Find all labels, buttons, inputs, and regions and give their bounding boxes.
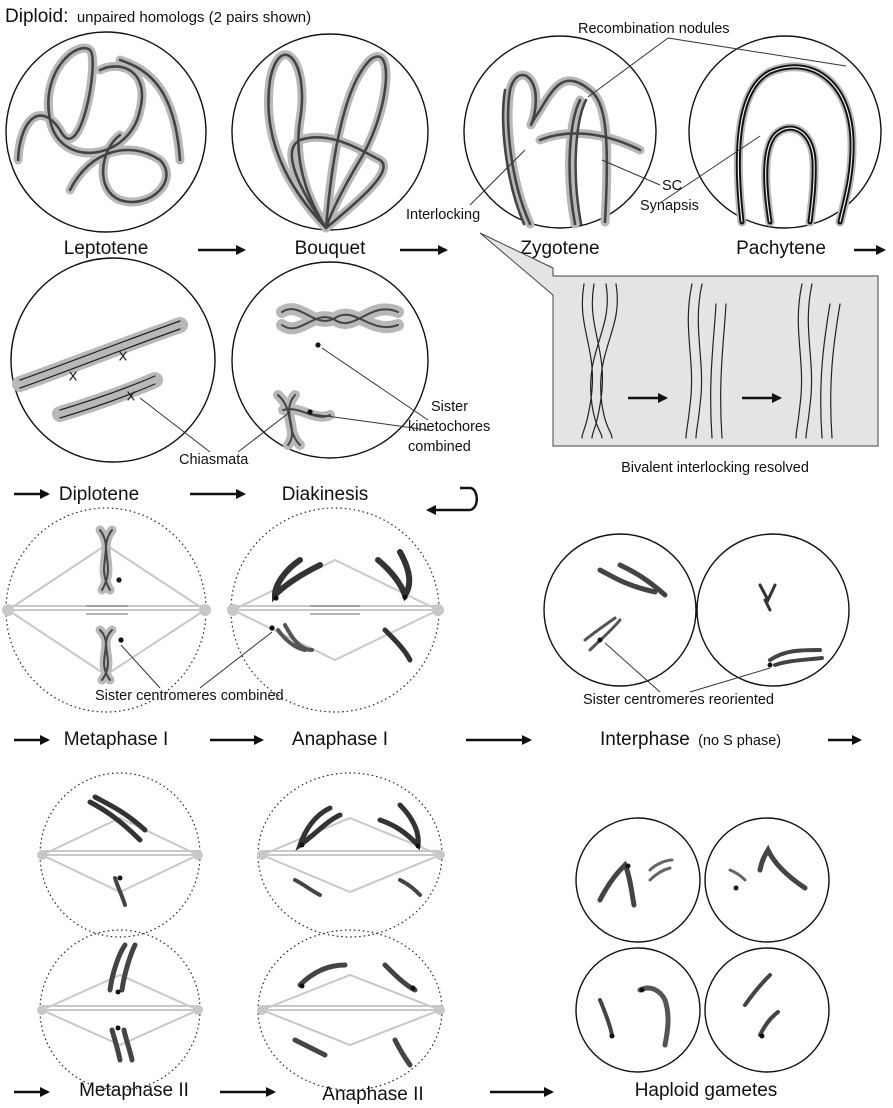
label-sc: SC [662, 178, 682, 194]
gametes-cell: Haploid gametes [576, 818, 829, 1101]
stage-label-gametes: Haploid gametes [635, 1080, 778, 1101]
interphase-note: (no S phase) [698, 733, 781, 749]
label-sister-centromeres-reoriented: Sister centromeres reoriented [583, 692, 774, 708]
leptotene-cell: Leptotene [6, 32, 206, 259]
stage-label-zygotene: Zygotene [520, 238, 599, 259]
diploid-label: Diploid: [5, 6, 68, 27]
label-synapsis: Synapsis [640, 198, 699, 214]
stage-label-bouquet: Bouquet [295, 238, 367, 259]
label-sister-2: kinetochores [408, 419, 490, 435]
interphase-cell: Interphase (no S phase) [544, 534, 849, 750]
stage-label-interphase: Interphase [600, 729, 690, 750]
stage-label-leptotene: Leptotene [64, 238, 149, 259]
label-interlocking: Interlocking [406, 207, 480, 223]
metaphase1-cell: Metaphase I [2, 508, 211, 750]
label-sister-1: Sister [431, 399, 468, 415]
return-arrow [428, 488, 477, 510]
svg-text:Interphase (no S phase): Interphase (no S phase) [600, 729, 781, 750]
label-sister-centromeres-combined: Sister centromeres combined [95, 688, 284, 704]
label-bivalent-resolved: Bivalent interlocking resolved [621, 460, 809, 476]
anaphase2-cell: Anaphase II [257, 773, 445, 1105]
stage-label-anaphase1: Anaphase I [292, 729, 388, 750]
stage-label-metaphase2: Metaphase II [79, 1080, 189, 1101]
anaphase1-cell: Anaphase I [227, 508, 444, 750]
interlocking-inset [480, 233, 878, 446]
diakinesis-cell: Diakinesis [232, 262, 428, 505]
stage-label-metaphase1: Metaphase I [64, 729, 169, 750]
svg-text:Diploid: unpaired homologs: Diploid: unpaired homologs (2 pairs show… [5, 6, 311, 27]
diploid-note: unpaired homologs (2 pairs shown) [77, 9, 311, 26]
metaphase2-cell: Metaphase II [37, 773, 203, 1101]
label-sister-3: combined [408, 439, 471, 455]
label-chiasmata: Chiasmata [179, 452, 249, 468]
stage-label-pachytene: Pachytene [736, 238, 826, 259]
centromere-combined-leaders [121, 632, 272, 688]
pachytene-cell: Pachytene [689, 36, 881, 259]
zygotene-cell: Zygotene [464, 36, 656, 259]
stage-label-diplotene: Diplotene [59, 484, 139, 505]
bouquet-cell: Bouquet [232, 34, 428, 259]
label-recombination-nodules: Recombination nodules [578, 21, 730, 37]
stage-label-anaphase2: Anaphase II [322, 1084, 423, 1105]
stage-label-diakinesis: Diakinesis [282, 484, 369, 505]
